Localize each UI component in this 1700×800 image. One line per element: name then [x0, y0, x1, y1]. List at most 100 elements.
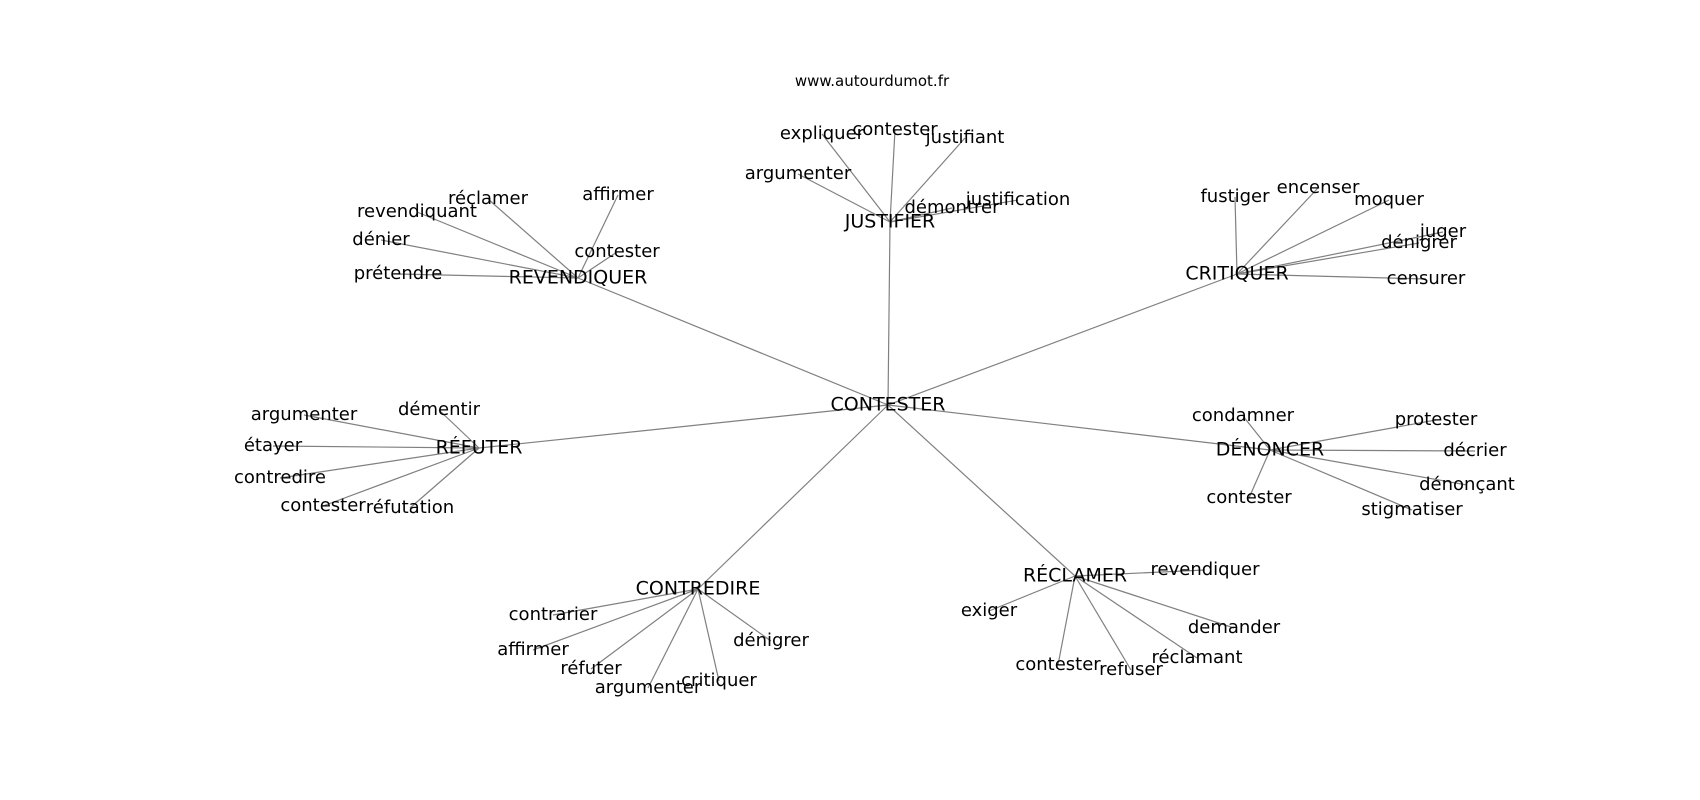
leaf-word-node[interactable]: dénigrer [1381, 232, 1457, 253]
hub-leaf-edge [438, 409, 480, 449]
hub-leaf-edge [1234, 196, 1238, 275]
hub-leaf-edge [279, 447, 480, 479]
leaf-word-node[interactable]: réclamant [1151, 647, 1242, 668]
hub-leaf-edge [303, 414, 480, 449]
leaf-word-node[interactable]: argumenter [745, 163, 852, 184]
leaf-word-node[interactable]: contester [1015, 654, 1101, 675]
hub-leaf-edge [1236, 199, 1390, 275]
hub-leaf-edge [272, 445, 480, 449]
center-hub-edge [478, 404, 889, 449]
hub-leaf-edge [1242, 415, 1271, 451]
hub-leaf-edge [1269, 449, 1476, 452]
leaf-word-node[interactable]: étayer [244, 435, 303, 456]
hub-leaf-edge [988, 575, 1076, 612]
leaf-word-node[interactable]: dénonçant [1419, 474, 1515, 495]
hub-leaf-edge [416, 211, 579, 279]
hub-leaf-edge [889, 137, 966, 223]
hub-leaf-edge [409, 447, 480, 509]
leaf-word-node[interactable]: affirmer [582, 184, 654, 205]
leaf-word-node[interactable]: juger [1419, 221, 1467, 242]
leaf-word-node[interactable]: critiquer [681, 670, 757, 691]
hub-leaf-edge [577, 251, 618, 279]
hub-leaf-edge [647, 588, 699, 689]
hub-leaf-edge [577, 194, 619, 279]
hub-leaf-edge [1074, 575, 1198, 659]
leaf-word-node[interactable]: condamner [1192, 405, 1295, 426]
leaf-word-node[interactable]: expliquer [780, 123, 865, 144]
leaf-word-node[interactable]: refuser [1099, 659, 1163, 680]
hub-leaf-edge [380, 239, 579, 279]
hub-leaf-edge [1057, 575, 1076, 666]
hub-leaf-edge [1236, 242, 1420, 275]
hub-leaf-edge [1269, 419, 1437, 451]
center-hub-edge [887, 221, 891, 406]
leaf-word-node[interactable]: justification [965, 189, 1071, 210]
leaf-word-node[interactable]: réfuter [560, 658, 622, 679]
leaf-word-node[interactable]: contester [1206, 487, 1292, 508]
leaf-word-node[interactable]: stigmatiser [1361, 499, 1463, 520]
hub-leaf-edge [1236, 187, 1319, 275]
hub-leaf-edge [1236, 231, 1444, 275]
hub-leaf-edge [1248, 449, 1271, 499]
hub-word-node[interactable]: REVENDIQUER [509, 267, 648, 289]
hub-leaf-edge [487, 198, 579, 279]
leaf-word-node[interactable]: argumenter [595, 677, 702, 698]
leaf-word-node[interactable]: démontrer [905, 197, 1001, 218]
leaf-word-node[interactable]: fustiger [1200, 186, 1270, 207]
leaf-word-node[interactable]: exiger [961, 600, 1018, 621]
hub-word-node[interactable]: RÉFUTER [436, 436, 523, 459]
hub-leaf-edge [797, 173, 891, 223]
leaf-word-node[interactable]: dénier [352, 229, 410, 250]
source-url: www.autourdumot.fr [794, 72, 950, 90]
hub-leaf-edge [821, 133, 891, 223]
center-hub-edge [577, 277, 889, 406]
center-hub-edge [697, 404, 889, 590]
hub-leaf-edge [1236, 273, 1427, 280]
hub-leaf-edge [532, 588, 699, 651]
leaf-word-node[interactable]: contester [280, 495, 366, 516]
hub-leaf-edge [590, 588, 699, 670]
leaf-word-node[interactable]: démentir [398, 399, 481, 420]
hub-leaf-edge [697, 588, 720, 682]
leaf-word-node[interactable]: décrier [1443, 440, 1507, 461]
leaf-word-node[interactable]: affirmer [497, 639, 569, 660]
center-word-node[interactable]: CONTESTER [831, 394, 946, 416]
leaf-word-node[interactable]: demander [1188, 617, 1281, 638]
leaf-word-node[interactable]: contester [852, 119, 938, 140]
hub-leaf-edge [889, 199, 1019, 223]
hub-word-node[interactable]: CONTREDIRE [636, 578, 761, 600]
hub-leaf-edge [1074, 575, 1132, 671]
hub-leaf-edge [1074, 575, 1235, 629]
hub-leaf-edge [1269, 449, 1468, 486]
leaf-word-node[interactable]: revendiquant [357, 201, 477, 222]
center-hub-edge [887, 404, 1271, 451]
leaf-word-node[interactable]: moquer [1354, 189, 1424, 210]
hub-leaf-edge [697, 588, 772, 642]
leaf-word-node[interactable]: dénigrer [733, 630, 809, 651]
hub-leaf-edge [1074, 569, 1206, 577]
center-hub-edge [887, 404, 1076, 577]
hub-word-node[interactable]: DÉNONCER [1216, 438, 1325, 461]
leaf-word-node[interactable]: réclamer [448, 188, 529, 209]
leaf-word-node[interactable]: contredire [234, 467, 326, 488]
hub-leaf-edge [1269, 449, 1413, 511]
leaf-word-node[interactable]: contester [574, 241, 660, 262]
hub-word-node[interactable]: CRITIQUER [1185, 263, 1288, 285]
hub-leaf-edge [552, 588, 699, 616]
hub-word-node[interactable]: JUSTIFIER [844, 211, 936, 233]
leaf-word-node[interactable]: réfutation [366, 497, 454, 518]
leaf-word-node[interactable]: prétendre [354, 263, 443, 284]
leaf-word-node[interactable]: censurer [1387, 268, 1466, 289]
center-hub-edge [887, 273, 1238, 406]
leaf-word-node[interactable]: justifiant [925, 127, 1005, 148]
leaf-word-node[interactable]: argumenter [251, 404, 358, 425]
leaf-word-node[interactable]: revendiquer [1151, 559, 1261, 580]
hub-word-node[interactable]: RÉCLAMER [1023, 564, 1127, 587]
leaf-word-node[interactable]: encenser [1277, 177, 1360, 198]
leaf-word-node[interactable]: protester [1395, 409, 1478, 430]
hub-leaf-edge [397, 273, 579, 279]
leaf-word-node[interactable]: contrarier [509, 604, 598, 625]
hub-leaf-edge [322, 447, 480, 507]
